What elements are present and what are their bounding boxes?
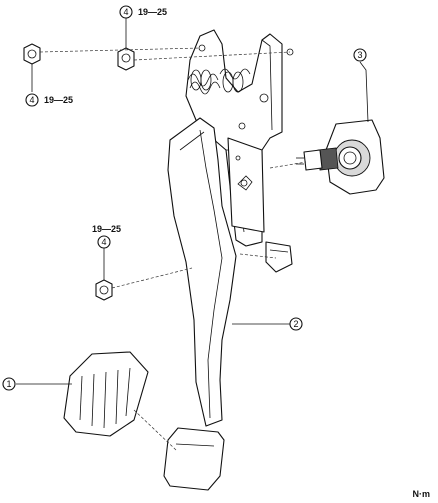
return-spring-left [187, 69, 221, 95]
callout-3-text: 3 [357, 50, 362, 60]
return-spring-right [219, 68, 251, 93]
pedal-switch [296, 119, 385, 195]
nut-left [23, 43, 41, 65]
callout-4-top-text: 4 [123, 7, 128, 17]
callout-3: 3 [353, 48, 367, 62]
nut-top [117, 47, 135, 71]
callout-2-text: 2 [293, 319, 298, 329]
switch-mount-plate [227, 137, 265, 233]
callout-1-text: 1 [6, 379, 11, 389]
torque-label-middle: 19—25 [92, 224, 121, 234]
nut-middle [95, 279, 113, 301]
callout-2: 2 [289, 317, 303, 331]
torque-label-left: 19—25 [44, 95, 73, 105]
leader-lines [16, 18, 369, 385]
callout-4-left: 4 [25, 93, 39, 107]
callout-1: 1 [2, 377, 16, 391]
pedal-foot-plate [163, 427, 225, 491]
callout-4-middle: 4 [97, 235, 111, 249]
callout-4-top: 4 [119, 5, 133, 19]
pedal-stopper [265, 241, 293, 273]
torque-unit-label: N·m [413, 489, 431, 499]
torque-label-top: 19—25 [138, 7, 167, 17]
callout-4-middle-text: 4 [101, 237, 106, 247]
callout-4-left-text: 4 [29, 95, 34, 105]
assembly-lines [39, 47, 307, 451]
pedal-pad [63, 351, 149, 437]
pedal-arm [167, 117, 237, 427]
